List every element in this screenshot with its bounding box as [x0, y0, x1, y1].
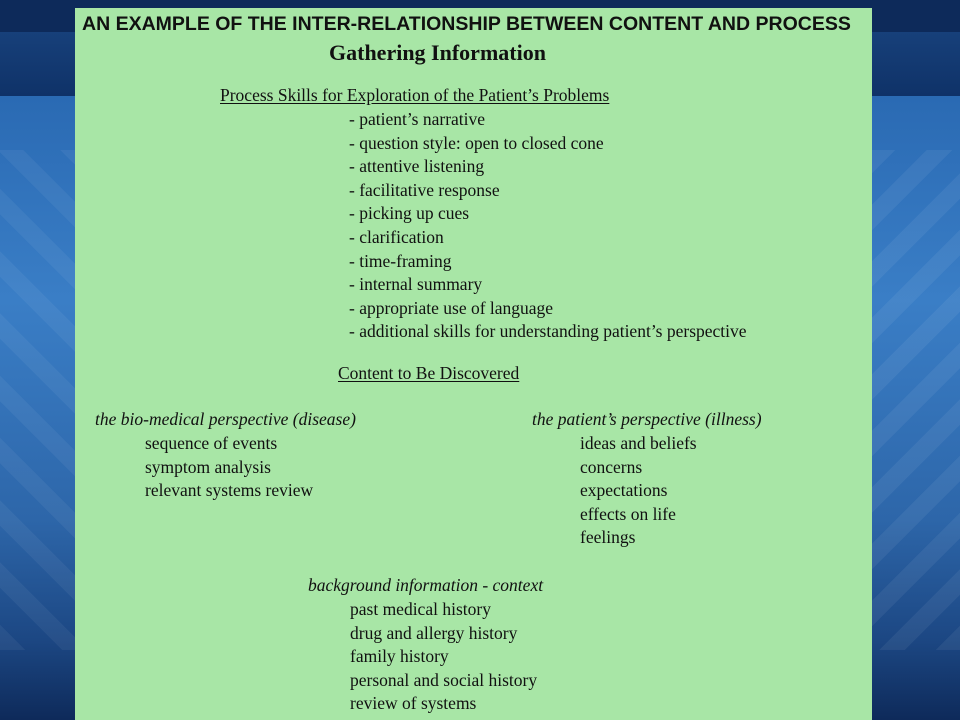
list-item: effects on life	[580, 503, 676, 524]
background-info-heading: background information - context	[308, 575, 544, 595]
list-item: - time-framing	[349, 250, 452, 271]
slide-subtitle: Gathering Information	[329, 40, 546, 65]
slide-title: AN EXAMPLE OF THE INTER-RELATIONSHIP BET…	[82, 13, 851, 35]
biomedical-list: sequence of events symptom analysis rele…	[145, 432, 313, 503]
list-item: - facilitative response	[349, 179, 500, 200]
list-item: relevant systems review	[145, 480, 314, 501]
list-item: sequence of events	[145, 433, 278, 453]
list-item: - question style: open to closed cone	[349, 132, 604, 153]
list-item: - attentive listening	[349, 156, 485, 177]
biomedical-heading: the bio-medical perspective (disease)	[95, 409, 356, 429]
list-item: - internal summary	[349, 274, 483, 295]
process-skills-heading: Process Skills for Exploration of the Pa…	[220, 85, 610, 105]
list-item: - patient’s narrative	[349, 109, 486, 129]
background-pattern-right	[870, 150, 960, 650]
list-item: - additional skills for understanding pa…	[349, 321, 747, 342]
list-item: family history	[350, 646, 449, 667]
patient-perspective-list: ideas and beliefs concerns expectations …	[580, 432, 697, 550]
list-item: ideas and beliefs	[580, 433, 697, 453]
list-item: past medical history	[350, 599, 491, 619]
process-skills-list: - patient’s narrative - question style: …	[349, 108, 747, 344]
list-item: feelings	[580, 527, 636, 548]
patient-perspective-heading: the patient’s perspective (illness)	[532, 409, 762, 429]
content-heading: Content to Be Discovered	[338, 363, 520, 383]
list-item: review of systems	[350, 693, 477, 714]
list-item: concerns	[580, 456, 643, 477]
list-item: - appropriate use of language	[349, 297, 554, 318]
list-item: expectations	[580, 480, 668, 501]
list-item: symptom analysis	[145, 456, 271, 477]
content-panel: AN EXAMPLE OF THE INTER-RELATIONSHIP BET…	[75, 8, 872, 720]
list-item: drug and allergy history	[350, 622, 518, 643]
list-item: - picking up cues	[349, 203, 470, 224]
list-item: - clarification	[349, 226, 444, 247]
list-item: personal and social history	[350, 669, 538, 690]
background-info-list: past medical history drug and allergy hi…	[350, 598, 537, 716]
